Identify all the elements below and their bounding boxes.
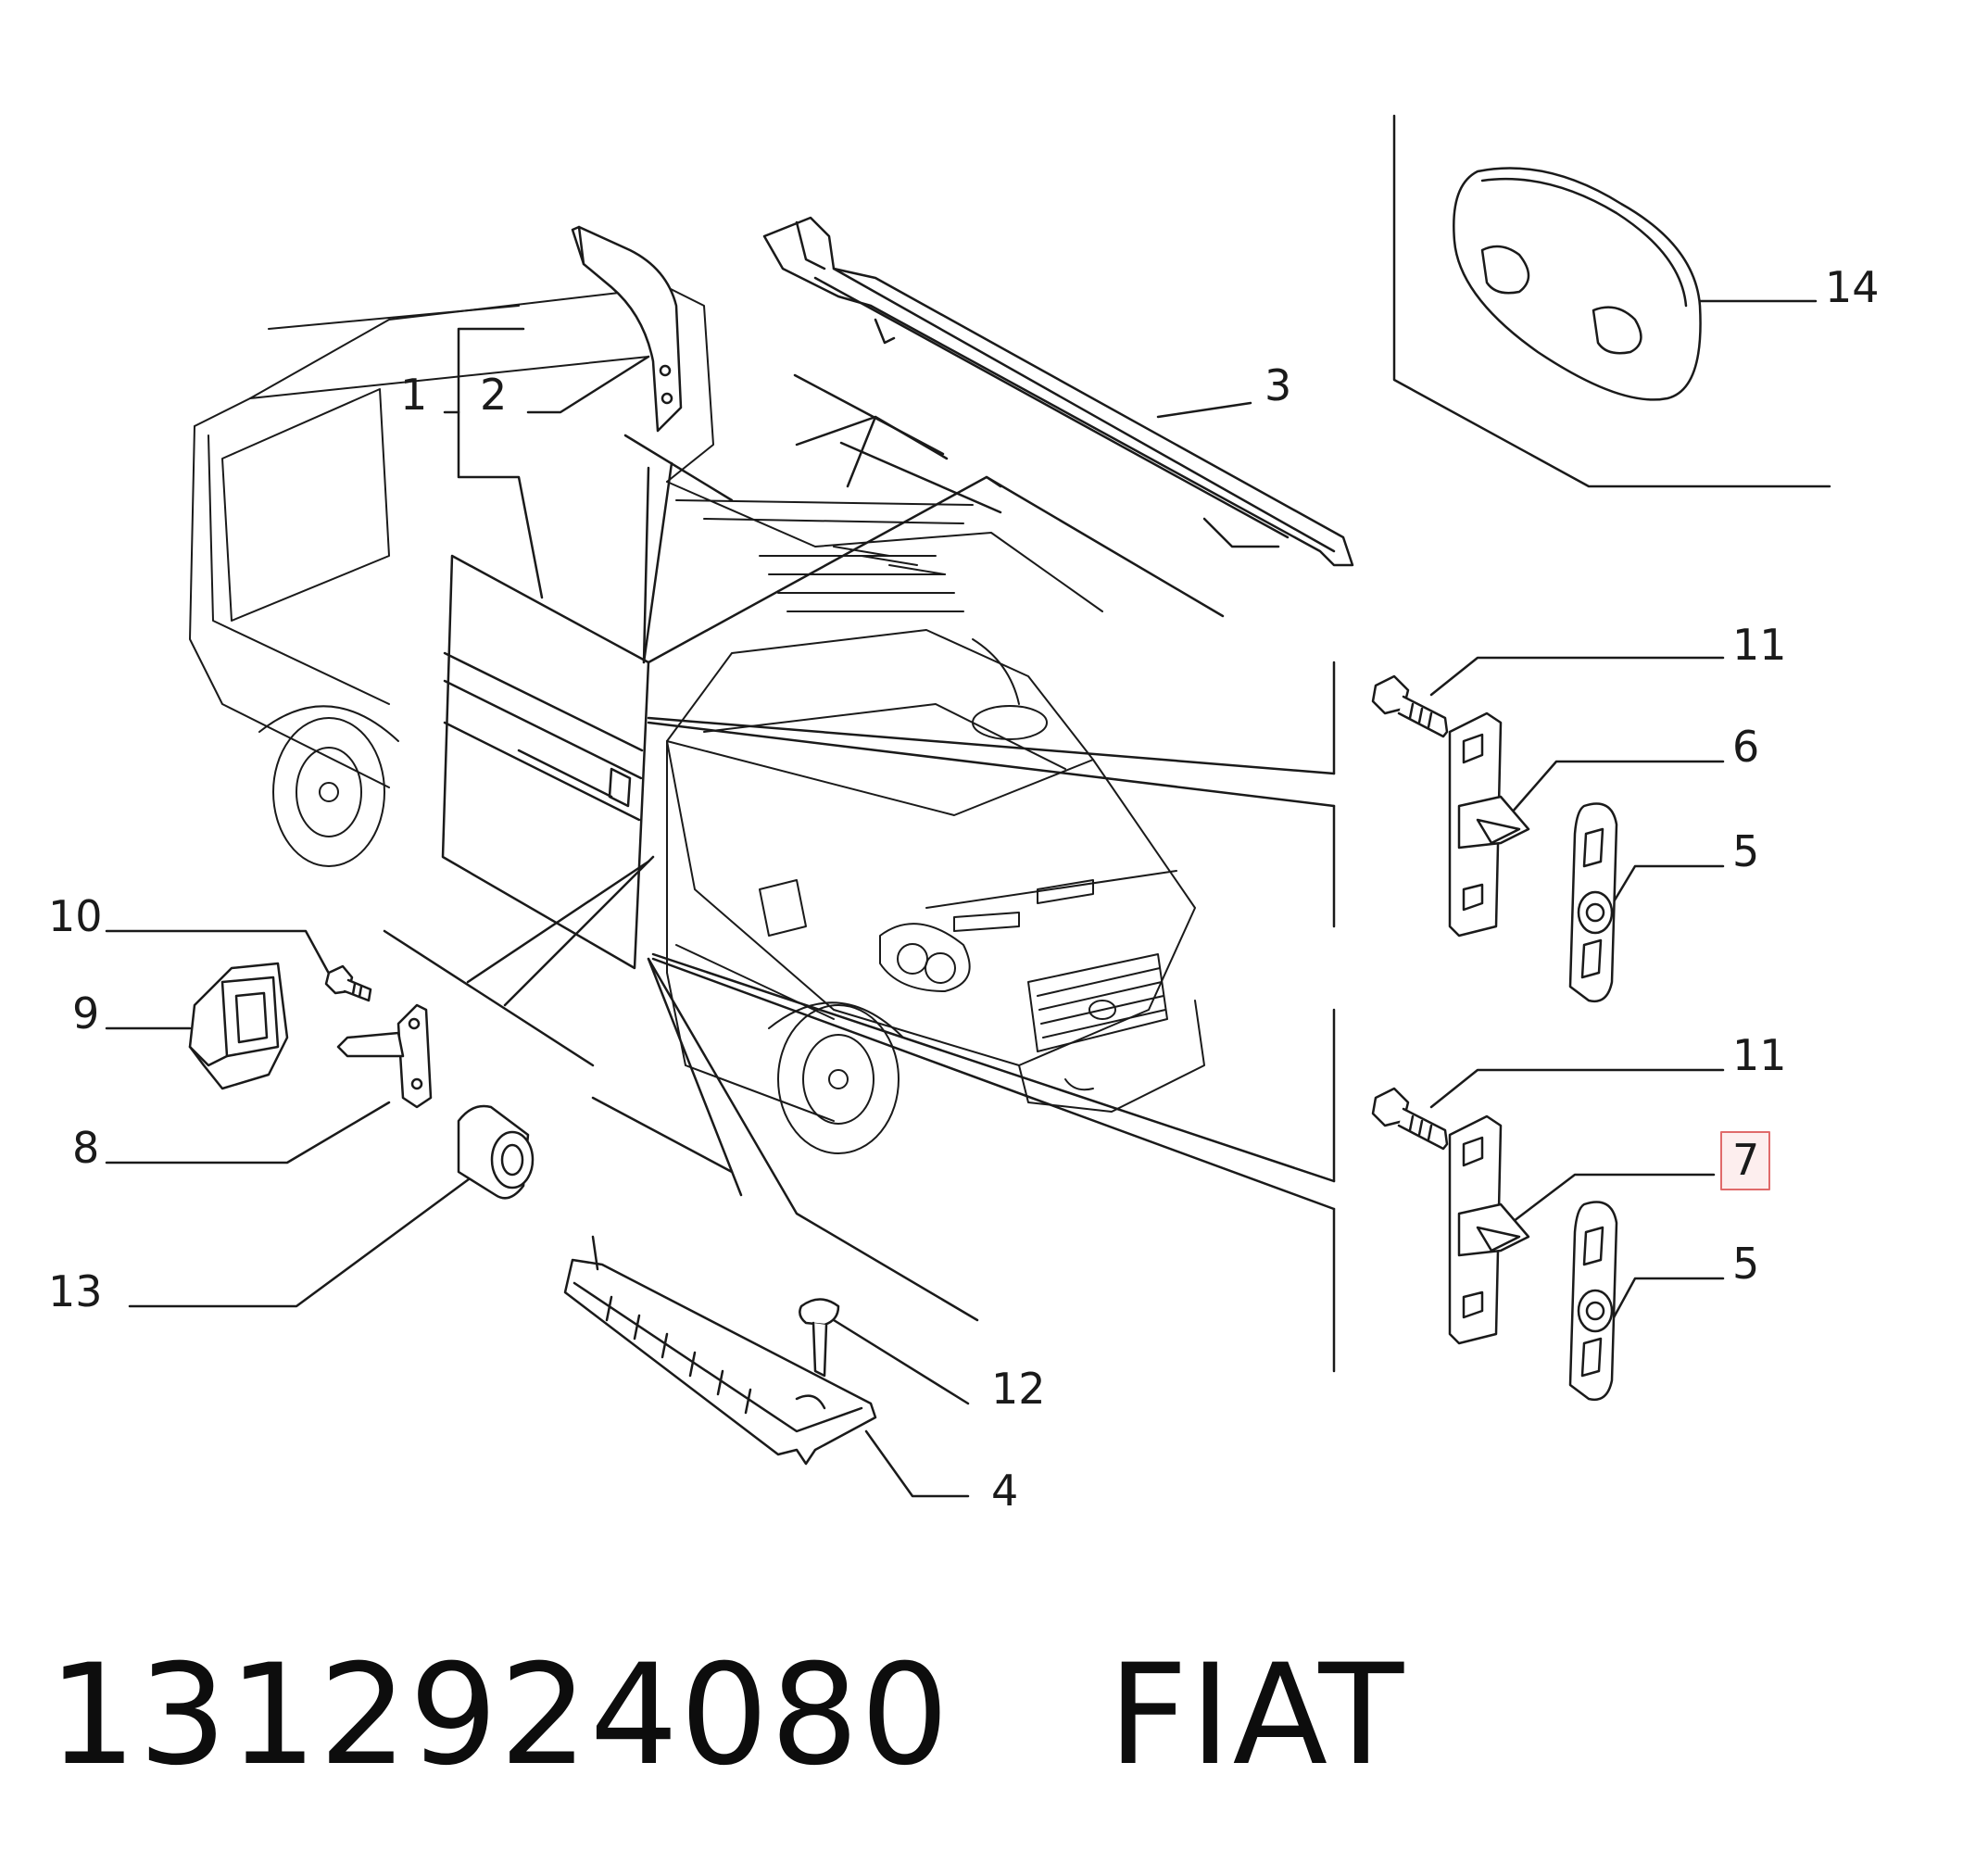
callout-1: 1 xyxy=(400,370,427,420)
callout-5-upper: 5 xyxy=(1732,826,1759,876)
callout-6: 6 xyxy=(1732,722,1759,772)
callout-3: 3 xyxy=(1265,360,1291,410)
callout-11-lower: 11 xyxy=(1732,1030,1787,1080)
part-12-screw xyxy=(799,1298,840,1378)
part-7-lower-striker xyxy=(1448,1114,1530,1345)
callout-7: 7 xyxy=(1732,1135,1759,1185)
callout-5-lower: 5 xyxy=(1732,1239,1759,1289)
part-11-lower-bolt xyxy=(1371,1087,1449,1151)
callout-7-highlight xyxy=(1720,1131,1770,1190)
callout-14: 14 xyxy=(1825,262,1880,312)
part-number: 1312924080 xyxy=(48,1635,951,1796)
leader-lines xyxy=(105,114,1831,1498)
callout-4: 4 xyxy=(991,1466,1018,1516)
brand-name: FIAT xyxy=(1108,1635,1406,1796)
callout-9: 9 xyxy=(72,988,99,1038)
part-6-upper-striker xyxy=(1448,711,1530,938)
part-footer: 1312924080 FIAT xyxy=(48,1635,1406,1796)
part-8-hinge-arm xyxy=(336,1003,433,1109)
part-2-hinge-bracket xyxy=(571,225,683,433)
callout-13: 13 xyxy=(48,1266,103,1316)
part-9-guide-block xyxy=(188,962,289,1090)
part-3-upper-rail xyxy=(762,216,1354,567)
part-10-bolt xyxy=(324,964,372,1002)
part-14-cover-plug xyxy=(1453,167,1702,401)
part-4-sill-plate xyxy=(563,1235,877,1466)
callout-12: 12 xyxy=(991,1364,1046,1414)
part-5-lower-plate xyxy=(1568,1201,1618,1402)
part-11-upper-bolt xyxy=(1371,674,1449,738)
callout-8: 8 xyxy=(72,1123,99,1173)
van-illustration xyxy=(189,286,1205,1154)
callout-2: 2 xyxy=(480,370,507,420)
callout-10: 10 xyxy=(48,891,103,941)
sliding-door-panel xyxy=(441,554,650,970)
callout-numbers: 1 2 3 14 11 6 5 11 7 5 10 9 8 13 12 4 xyxy=(48,262,1880,1516)
part-5-upper-plate xyxy=(1568,802,1618,1003)
part-13-roller-sleeve xyxy=(457,1104,535,1200)
callout-11-upper: 11 xyxy=(1732,620,1787,670)
